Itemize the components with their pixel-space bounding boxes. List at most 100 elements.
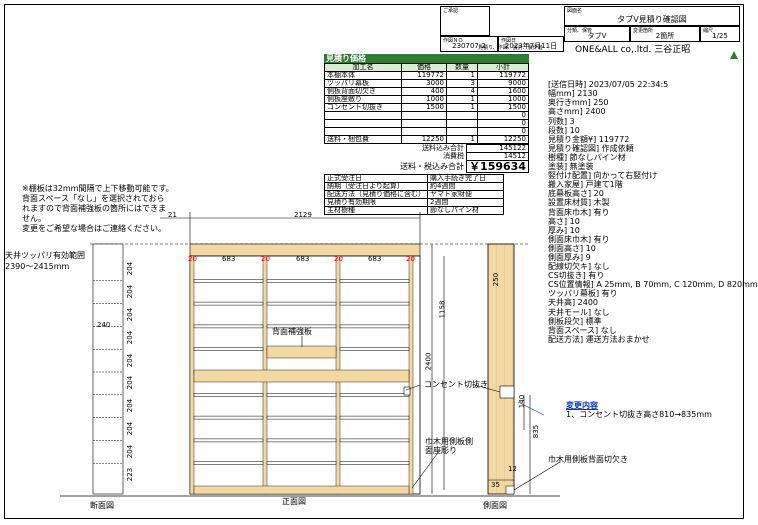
fixed-shelf: [193, 369, 410, 383]
spec-line: 竪付け配置] 向かって右竪付け: [548, 171, 658, 181]
shelf-board: [193, 415, 264, 420]
spec-line: 見積り確認図] 作成依頼: [548, 143, 634, 153]
shelf-board: [339, 301, 410, 306]
change-text: 1、コンセント切抜き高さ810→835mm: [566, 410, 712, 419]
height-dimension: [431, 244, 445, 494]
category-cell: 分類、保管 タブV: [564, 26, 630, 42]
spec-line: 幅mm] 2130: [548, 89, 598, 99]
spec-line: 背面床巾木] 有り: [548, 207, 610, 217]
front-view-label: 正面図: [282, 497, 306, 506]
drawing-frame: [4, 4, 744, 519]
spec-line: 天井モール] なし: [548, 307, 610, 317]
total-row: 送料・税込み合計 ￥159634: [324, 160, 529, 173]
spec-line: 樹種] 節なしパイン材: [548, 152, 626, 162]
side-dim-140: 140: [518, 394, 527, 409]
shelf-board: [266, 324, 337, 329]
shelf-board: [266, 461, 337, 465]
shelf-board: [193, 461, 264, 465]
side-view: [487, 243, 531, 495]
side-dim-835: 835: [532, 424, 541, 439]
section-depth-dim: 240: [97, 321, 111, 329]
ceiling-range-label: 天井ツッパリ有効範囲: [5, 251, 85, 260]
shelf-board: [266, 393, 337, 397]
spec-line: 天井高] 2400: [548, 298, 599, 308]
ceiling-range-value: 2390〜2415mm: [5, 262, 70, 271]
baseboard-carve-label: 巾木用側板側 面座彫り: [425, 437, 473, 455]
shelf-board: [266, 438, 337, 443]
spec-line: 高さmm] 2400: [548, 107, 606, 117]
spec-line: CS位置情報] A 25mm, B 70mm, C 120mm, D 820mm: [548, 280, 758, 290]
side-dim-35: 35: [491, 481, 500, 489]
drawing-name: タブV見積り確認図: [617, 15, 687, 24]
spec-line: 側面床巾木] 有り: [548, 234, 610, 244]
spec-line: 設置床材質] 木製: [548, 198, 610, 208]
drawing-no-cell: 作図ＮＯ 230707-2: [440, 36, 498, 52]
scale-cell: 縮尺 1/25: [700, 26, 740, 42]
change-count: 2箇所: [655, 32, 675, 40]
approval-cell: ご承認: [440, 6, 490, 36]
note-line: せん。: [22, 214, 46, 223]
shelf-board: [339, 393, 410, 397]
section-view: [92, 243, 124, 495]
shelf-board: [266, 301, 337, 306]
section-view-label: 断面図: [90, 501, 114, 510]
shelf-board: [193, 393, 264, 397]
note-line: 変更をご希望な場合はご連絡ください。: [22, 224, 166, 233]
company-caption: 見積り、作図、設計、製作者: [478, 45, 543, 51]
shelf-board: [339, 438, 410, 443]
back-reinforcement-board: [266, 345, 337, 359]
reinforcement-label: 背面補強板: [272, 327, 312, 336]
shelf-board: [266, 415, 337, 420]
panel-thickness-dim: 20: [406, 255, 415, 263]
spec-line: 配線切欠キ] なし: [548, 262, 610, 272]
spec-line: 奥行きmm] 250: [548, 98, 609, 108]
panel-thickness-dim: 20: [188, 255, 197, 263]
column-width-dim: 683: [368, 255, 382, 263]
inner-height-dim: 1158: [438, 300, 447, 319]
company-logo-icon: [730, 44, 738, 59]
order-info-table: 正式受注日購入手続き完了日納期（受注日より起算）約4週間配送方法（見積り価格に含…: [324, 174, 504, 215]
shelf-board: [193, 347, 264, 351]
total-height-dim: 2400: [424, 352, 433, 371]
side-cut-label: 巾木用側板背面切欠き: [548, 455, 628, 464]
shelf-spacing-dim: 204: [126, 376, 135, 390]
spec-line: [送信日時] 2023/07/05 22:34:5: [548, 80, 669, 90]
spec-line: 見積り金額¥] 119772: [548, 134, 630, 144]
spec-line: 底幕板高さ] 20: [548, 189, 604, 199]
shelf-spacing-dim: 204: [126, 285, 135, 299]
depth-dim: 250: [492, 272, 501, 287]
order-info-row: 主材樹種節なしパイン材: [324, 206, 504, 215]
panel-thickness-dim: 20: [261, 255, 270, 263]
side-dim-12: 12: [508, 465, 517, 473]
total-value: ￥159634: [466, 160, 529, 173]
shelf-board: [339, 279, 410, 283]
shelf-spacing-dim: 204: [126, 330, 135, 344]
panel-thickness-dim: 20: [334, 255, 343, 263]
side-view-label: 側面図: [483, 501, 507, 510]
note-line: 背面スペース「なし」を選択されておら: [22, 194, 165, 203]
shelf-spacing-dim: 204: [126, 262, 135, 276]
shelf-board: [193, 279, 264, 283]
company-name: ONE&ALL co,.ltd. 三谷正昭: [575, 45, 691, 55]
notes: ※棚板は32mm間隔で上下移動可能です。背面スペース「なし」を選択されておられま…: [22, 184, 174, 234]
shelf-spacing-dim: 204: [126, 307, 135, 322]
shelf-board: [339, 347, 410, 351]
spec-line: 搬入家屋] 戸建て1階: [548, 180, 623, 190]
shelf-board: [266, 279, 337, 283]
outlet-cutout-front: [403, 386, 411, 396]
front-view: [189, 243, 421, 495]
estimate-title: 見積り価格: [324, 54, 529, 63]
outlet-cutout-label: コンセント切抜き: [424, 380, 488, 389]
left-offset-dim: 21: [168, 211, 177, 219]
column-width-dim: 683: [222, 255, 236, 263]
spec-line: 背面スペース] なし: [548, 325, 617, 335]
shelf-spacing-dim: 223: [126, 467, 135, 481]
shelf-spacing-dim: 204: [126, 421, 135, 436]
base-board: [193, 485, 410, 495]
shelf-board: [339, 461, 410, 465]
spec-line: 側面厚み] 9: [548, 252, 591, 262]
